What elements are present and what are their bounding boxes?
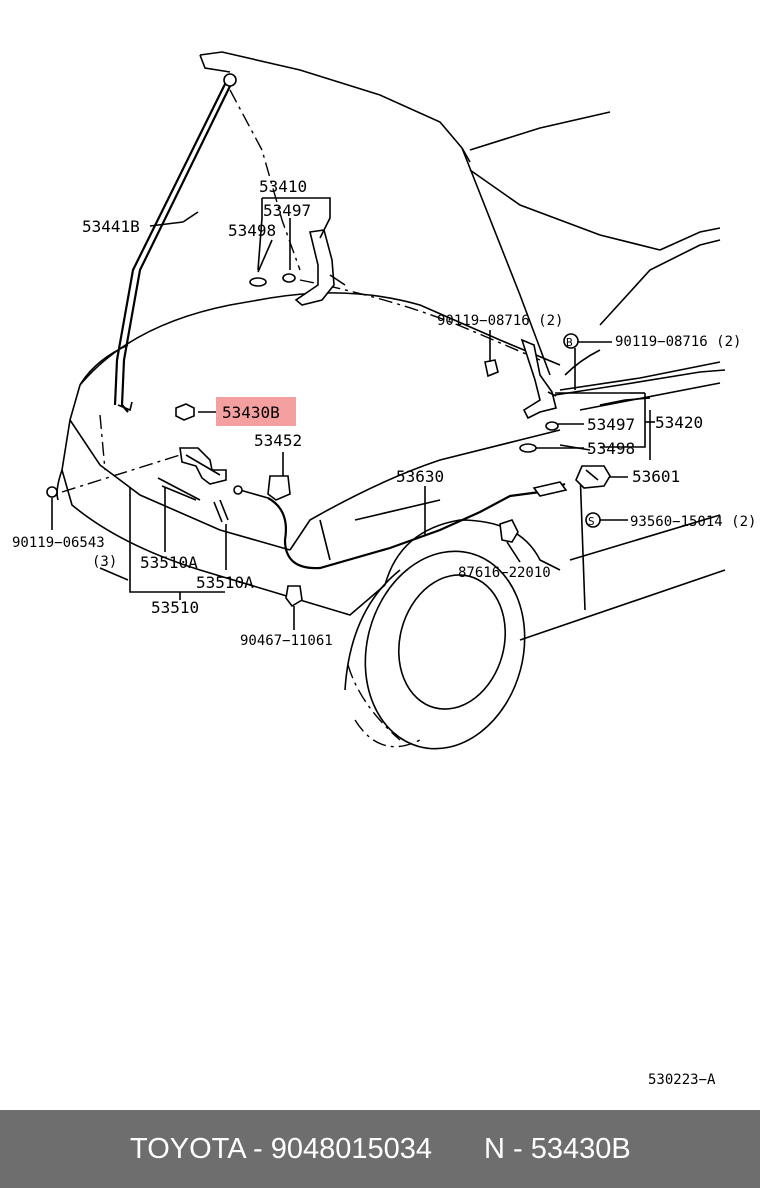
label-53510[interactable]: 53510 [151, 598, 199, 617]
car-body-outline [56, 169, 726, 641]
marker-s: S [585, 512, 601, 528]
label-90119-06543[interactable]: 90119−06543 [12, 535, 105, 551]
label-53510a-1[interactable]: 53510A [140, 553, 198, 572]
label-87616-22010[interactable]: 87616−22010 [458, 565, 551, 581]
hood-support-rod[interactable] [113, 73, 237, 413]
marker-b: B [563, 333, 579, 349]
hood-release-cable[interactable] [267, 481, 568, 570]
label-53497-right[interactable]: 53497 [587, 415, 635, 434]
hood-hinge-left[interactable] [249, 229, 346, 306]
label-53498-left[interactable]: 53498 [228, 221, 276, 240]
label-53510a-2[interactable]: 53510A [196, 573, 254, 592]
hood-outline [199, 51, 611, 376]
label-53630[interactable]: 53630 [396, 467, 444, 486]
label-90467-11061[interactable]: 90467−11061 [240, 633, 333, 649]
hood-lock-striker[interactable] [233, 475, 291, 501]
svg-text:B: B [566, 336, 573, 349]
label-53420[interactable]: 53420 [655, 413, 703, 432]
parts-diagram: 53441B 53410 53497 53498 53430B 53452 90… [12, 51, 756, 1088]
hood-lock-assembly[interactable] [46, 447, 229, 523]
part-labels: 53441B 53410 53497 53498 53430B 53452 90… [12, 177, 756, 1088]
wheel [344, 519, 561, 750]
diagram-code: N - 53430B [484, 1132, 631, 1165]
label-53601[interactable]: 53601 [632, 467, 680, 486]
hood-bumper-cushion[interactable] [175, 403, 195, 421]
hood-release-lever[interactable] [575, 465, 611, 489]
label-53498-right[interactable]: 53498 [587, 439, 635, 458]
fender-cover[interactable] [499, 519, 519, 543]
brand-part-number: TOYOTA - 9048015034 [130, 1132, 433, 1165]
label-93560-15014[interactable]: 93560−15014 (2) [630, 514, 756, 530]
ref-code: 530223−A [648, 1072, 716, 1088]
highlight-box [216, 397, 296, 426]
label-53452[interactable]: 53452 [254, 431, 302, 450]
leader-lines [51, 197, 655, 630]
label-90119-08716-right[interactable]: 90119−08716 (2) [615, 334, 741, 350]
label-53497-left[interactable]: 53497 [263, 201, 311, 220]
cable-clamp[interactable] [285, 585, 303, 608]
label-qty-3: (3) [92, 554, 117, 570]
label-53410[interactable]: 53410 [259, 177, 307, 196]
hood-hinge-right[interactable] [484, 338, 559, 453]
svg-text:S: S [588, 515, 595, 528]
label-90119-08716-left[interactable]: 90119−08716 (2) [437, 313, 563, 329]
footer-bar: TOYOTA - 9048015034 N - 53430B [0, 1110, 760, 1188]
label-53441b[interactable]: 53441B [82, 217, 140, 236]
label-53430b[interactable]: 53430B [222, 403, 280, 422]
